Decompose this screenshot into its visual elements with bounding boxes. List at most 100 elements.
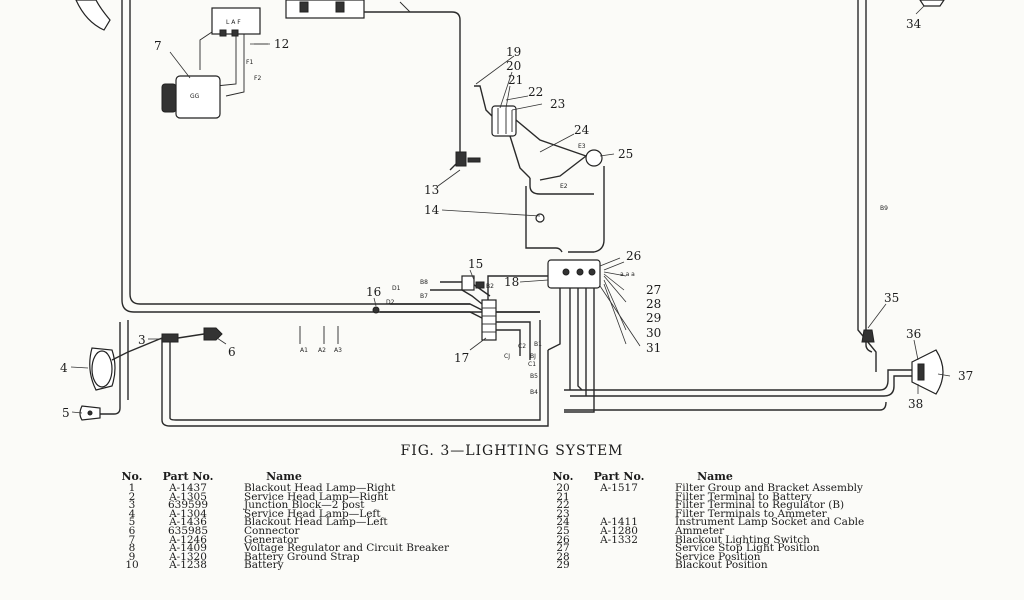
callout-16: 16: [366, 285, 381, 299]
cell-name: Service Head Lamp—Left: [244, 507, 381, 520]
cell-part-no: A-1246: [169, 533, 207, 546]
cell-name: Service Position: [675, 550, 761, 563]
cell-name: Battery: [244, 559, 284, 572]
svg-text:CJ: CJ: [504, 353, 510, 360]
svg-text:a a a: a a a: [620, 271, 635, 278]
callout-25: 25: [618, 147, 633, 161]
callout-6: 6: [228, 345, 236, 359]
cell-part-no: 639599: [167, 499, 209, 512]
terminal-strip: B8 B7 B2 D1 D2 A1 A2 A3 C2 CJ C1 B1 BJ B…: [299, 205, 888, 396]
svg-text:D2: D2: [386, 299, 395, 306]
tail-lamp-right: [911, 349, 944, 395]
cell-name: Junction Block—2 post: [244, 499, 365, 512]
cell-name: Battery Ground Strap: [244, 550, 360, 563]
cell-no: 24: [556, 516, 570, 529]
callout-12: 12: [274, 37, 289, 51]
callout-24: 24: [574, 123, 590, 137]
junction-block-17: [481, 299, 497, 341]
cell-part-no: A-1304: [169, 507, 207, 520]
top-left-lamp: [75, 0, 111, 31]
header-part-no: Part No.: [162, 470, 214, 483]
table-row: 21 Filter Terminal to Battery: [543, 490, 915, 503]
callout-27: 27: [646, 283, 661, 297]
table-header: No. Part No. Name: [112, 470, 504, 484]
callout-3: 3: [138, 333, 146, 347]
cell-name: Filter Terminal to Battery: [675, 490, 812, 503]
cell-no: 3: [128, 499, 136, 512]
svg-text:F1: F1: [246, 59, 253, 66]
cell-part-no: A-1280: [600, 524, 638, 537]
cell-name: Instrument Lamp Socket and Cable: [675, 516, 865, 529]
cell-no: 25: [556, 524, 570, 537]
connector-15: [461, 275, 475, 291]
callout-34: 34: [906, 17, 922, 31]
header-name: Name: [266, 470, 302, 483]
cell-no: 4: [128, 507, 136, 520]
cell-no: 21: [556, 490, 570, 503]
svg-text:B7: B7: [420, 293, 428, 300]
cell-no: 7: [128, 533, 136, 546]
cell-part-no: A-1305: [169, 490, 207, 503]
ammeter: [585, 149, 603, 167]
right-lamps: [861, 0, 945, 395]
connector-6: [203, 327, 223, 341]
callout-18: 18: [504, 275, 519, 289]
callout-4: 4: [60, 361, 68, 375]
cell-no: 29: [556, 559, 570, 572]
header-part-no: Part No.: [593, 470, 645, 483]
top-right-lamp: [919, 0, 945, 7]
table-row: 4 A-1304 Service Head Lamp—Left: [112, 507, 504, 520]
wiring-diagram: L A F F1 F2 GG E3 E2: [60, 0, 973, 427]
svg-text:C1: C1: [528, 361, 536, 368]
header-no: No.: [552, 470, 574, 483]
callout-31: 31: [646, 341, 661, 355]
svg-text:GG: GG: [190, 93, 200, 100]
callout-13: 13: [424, 183, 439, 197]
svg-text:A1: A1: [300, 347, 308, 354]
header-name: Name: [697, 470, 733, 483]
connector-35: [861, 329, 875, 343]
cell-name: Blackout Head Lamp—Right: [244, 482, 396, 494]
callout-20: 20: [506, 59, 521, 73]
cell-part-no: [583, 544, 655, 553]
callout-14: 14: [424, 203, 440, 217]
svg-text:A3: A3: [334, 347, 342, 354]
svg-text:D1: D1: [392, 285, 401, 292]
svg-text:E3: E3: [578, 143, 586, 150]
cell-no: 8: [128, 542, 136, 555]
cell-name: Filter Terminals to Ammeter: [675, 507, 827, 520]
filter-ammeter-cluster: E3 E2: [449, 85, 605, 253]
svg-text:B9: B9: [880, 205, 888, 212]
table-header: No. Part No. Name: [543, 470, 915, 484]
callouts: 3 4 5 6 7 12 13 14 15 16 17 18 19 20 21 …: [60, 17, 973, 420]
cell-name: Filter Group and Bracket Assembly: [675, 482, 863, 494]
cell-no: 6: [128, 524, 136, 537]
callout-5: 5: [62, 406, 70, 420]
cell-no: 22: [556, 499, 570, 512]
callout-26: 26: [626, 249, 641, 263]
callout-37: 37: [958, 369, 973, 383]
header-no: No.: [121, 470, 143, 483]
generator-circuit: L A F F1 F2 GG: [161, 7, 268, 119]
callout-19: 19: [506, 45, 521, 59]
callout-28: 28: [646, 297, 661, 311]
callout-17: 17: [454, 351, 469, 365]
callout-23: 23: [550, 97, 565, 111]
light-switch: [455, 151, 467, 167]
callout-30: 30: [646, 326, 661, 340]
cell-no: 27: [556, 542, 570, 555]
